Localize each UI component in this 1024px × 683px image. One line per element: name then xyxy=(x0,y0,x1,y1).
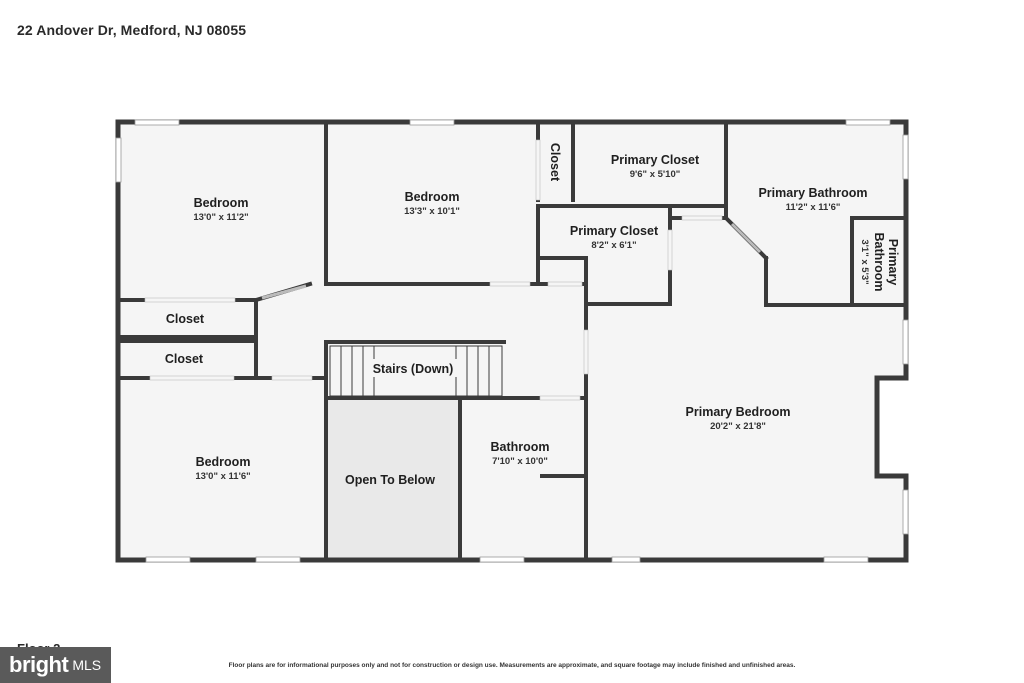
bright-mls-logo: bright MLS xyxy=(0,647,111,683)
windows xyxy=(115,119,909,563)
room-dimensions: 3'1" x 5'3" xyxy=(859,239,870,284)
room-label: Bedroom xyxy=(196,455,251,469)
floor-area xyxy=(118,122,906,560)
room-label: Closet xyxy=(166,312,205,326)
room-label: Bathroom xyxy=(490,440,549,454)
room-dimensions: 20'2" x 21'8" xyxy=(710,421,766,432)
room-dimensions: 9'6" x 5'10" xyxy=(630,169,681,180)
open-to-below-area xyxy=(328,400,460,558)
room-dimensions: 13'3" x 10'1" xyxy=(404,206,460,217)
room-label: Primary Closet xyxy=(611,153,700,167)
logo-wordmark: bright xyxy=(9,652,69,677)
room-label: Primary Closet xyxy=(570,224,659,238)
room-dimensions: 8'2" x 6'1" xyxy=(591,240,636,251)
room-label: Bathroom xyxy=(872,232,886,291)
disclaimer-text: Floor plans are for informational purpos… xyxy=(228,662,796,669)
room-label: Bedroom xyxy=(405,190,460,204)
room-label: Closet xyxy=(165,352,204,366)
interior-walls xyxy=(116,120,908,562)
room-dimensions: 7'10" x 10'0" xyxy=(492,456,548,467)
room-label: Bedroom xyxy=(194,196,249,210)
exterior-wall xyxy=(115,119,909,563)
room-label: Stairs (Down) xyxy=(373,362,454,376)
room-label: Primary Bathroom xyxy=(758,186,867,200)
room-dimensions: 13'0" x 11'2" xyxy=(193,212,248,223)
logo-suffix: MLS xyxy=(72,657,102,673)
doorways xyxy=(144,139,762,401)
room-label: Primary Bedroom xyxy=(686,405,791,419)
room-label: Open To Below xyxy=(345,473,435,487)
room-dimensions: 11'2" x 11'6" xyxy=(786,202,841,213)
property-address: 22 Andover Dr, Medford, NJ 08055 xyxy=(17,22,247,38)
room-dimensions: 13'0" x 11'6" xyxy=(195,471,250,482)
room-label: Closet xyxy=(548,143,562,182)
room-label: Primary xyxy=(886,239,900,286)
